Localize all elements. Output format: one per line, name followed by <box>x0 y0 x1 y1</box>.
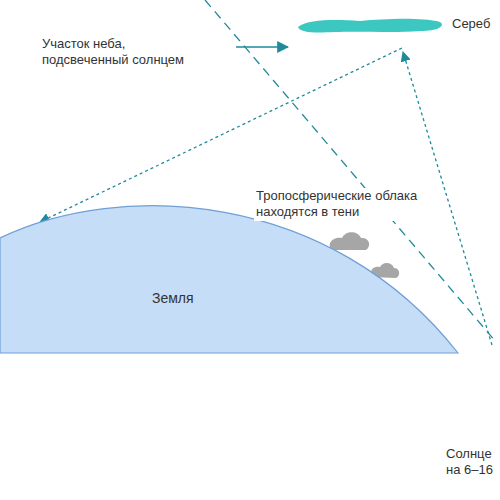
node-title: Земля <box>152 290 194 306</box>
annotation: Солнце на 6–16 <box>444 446 500 479</box>
annotation: Участок неба, подсвеченный солнцем <box>40 36 194 69</box>
earth-surface <box>0 206 458 353</box>
tropospheric-cloud <box>330 232 369 250</box>
pointer-arrow <box>236 46 288 48</box>
noctilucent-cloud <box>298 19 442 33</box>
annotation: Сереб <box>450 16 500 32</box>
annotation: Тропосферические облака находятся в тени <box>254 188 436 221</box>
